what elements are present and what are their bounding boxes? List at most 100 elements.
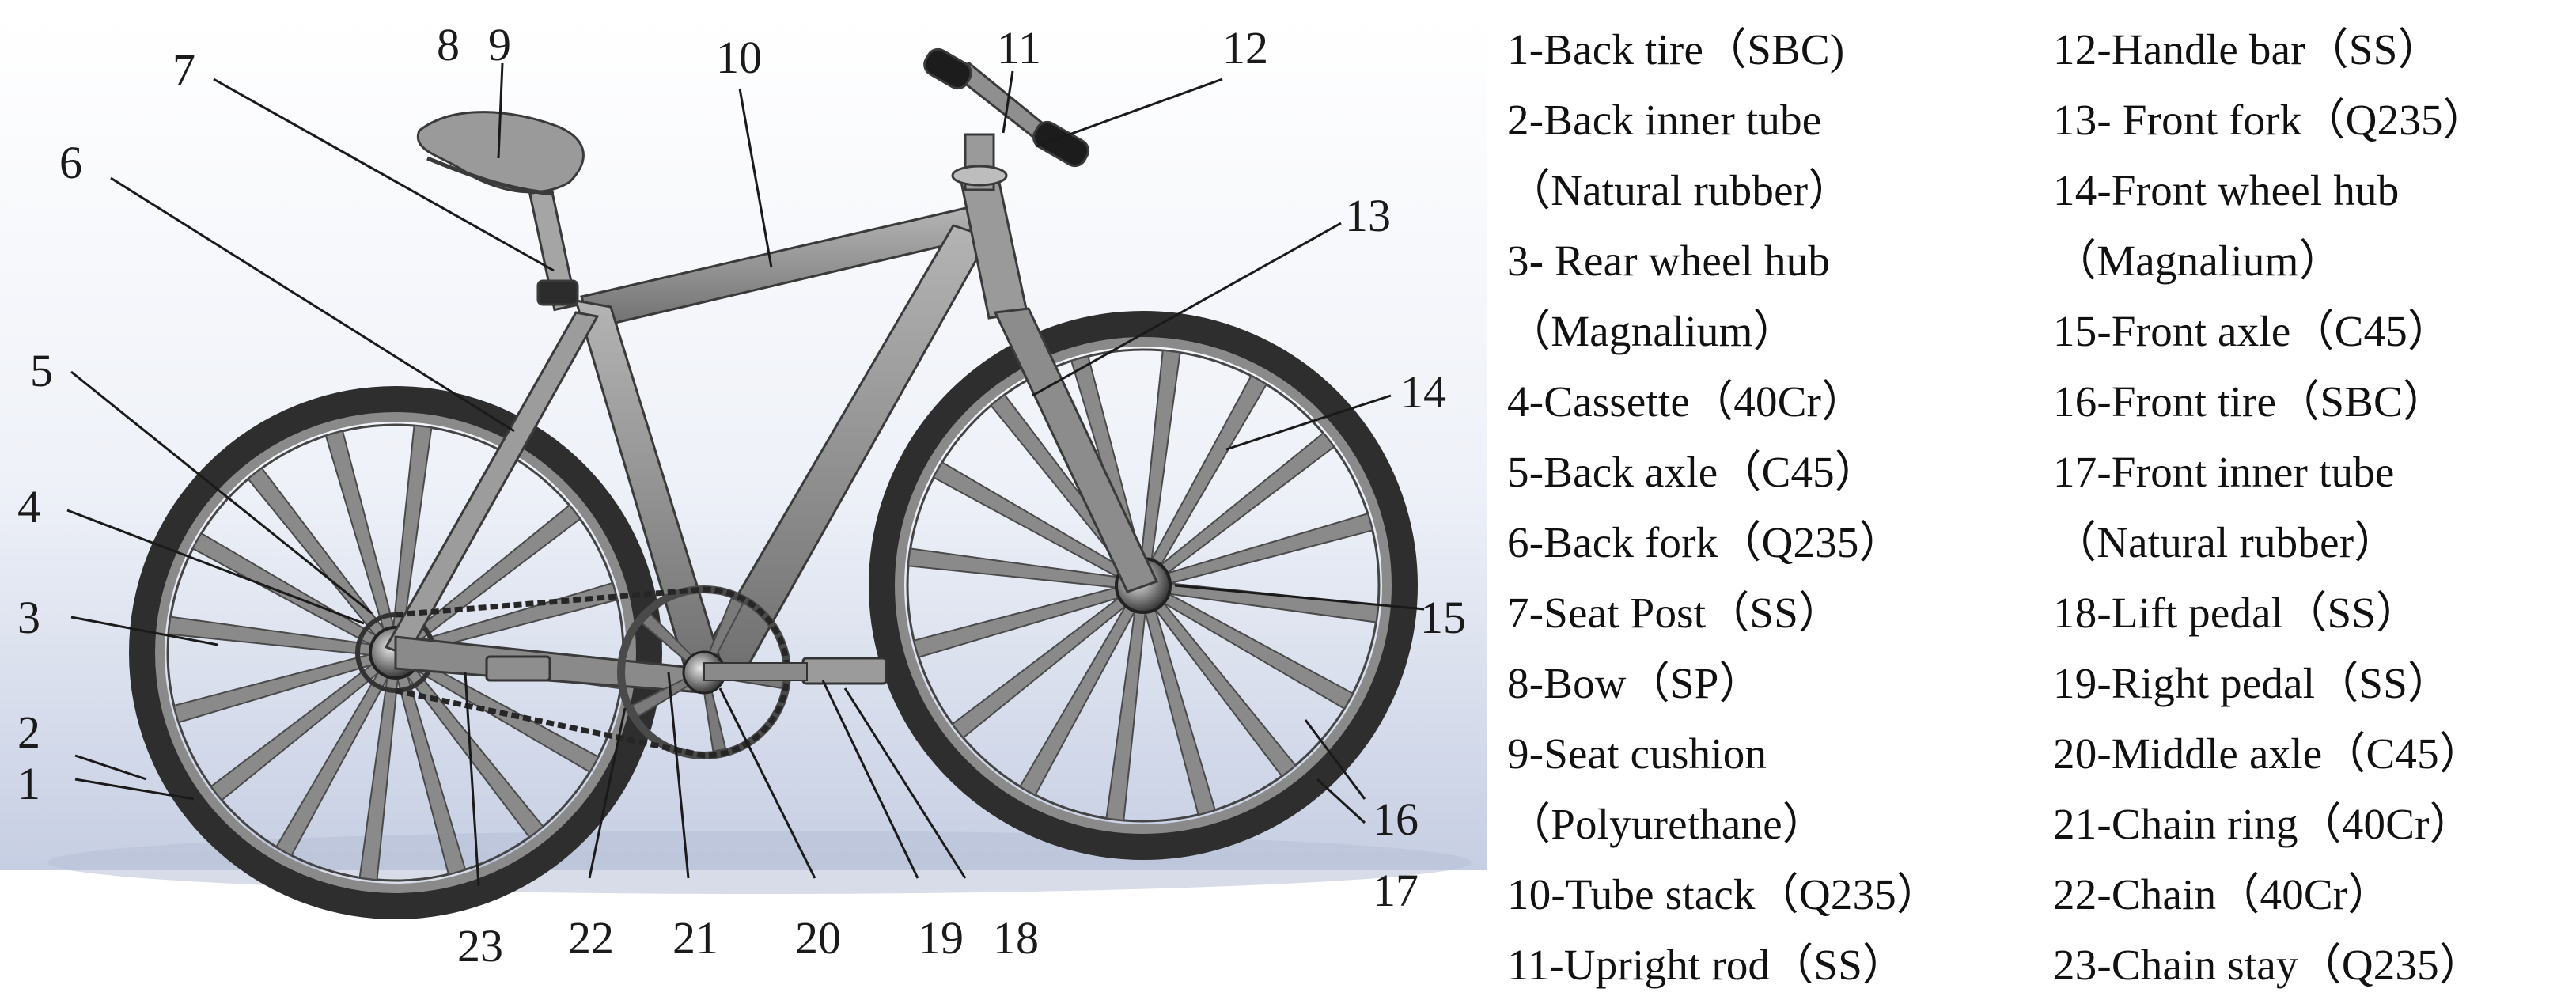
leader-2: [74, 754, 147, 781]
callout-20: 20: [795, 912, 841, 964]
lift-pedal: [485, 655, 551, 682]
legend-item-material: （Polyurethane）: [1507, 800, 1827, 848]
bicycle-frame: [384, 47, 1159, 694]
rear-wheel: [129, 386, 662, 919]
legend-item: 17-Front inner tube: [2053, 448, 2395, 496]
legend-item: 21-Chain ring（40Cr）: [2053, 800, 2473, 848]
legend-item: 4-Cassette（40Cr）: [1507, 377, 1866, 426]
right-pedal: [801, 657, 888, 685]
legend-item: 12-Handle bar（SS）: [2053, 25, 2442, 74]
legend-item: 19-Right pedal（SS）: [2053, 659, 2452, 707]
leader-9: [497, 62, 504, 159]
callout-19: 19: [918, 912, 964, 964]
callout-16: 16: [1373, 794, 1419, 845]
callout-1: 1: [17, 758, 40, 809]
leader-1: [74, 778, 195, 801]
legend-item-material: （Magnalium）: [1507, 307, 1797, 355]
callout-5: 5: [30, 345, 53, 396]
legend-item: 15-Front axle（C45）: [2053, 307, 2452, 355]
legend-column-left: 1-Back tire（SBC) 2-Back inner tube （Natu…: [1507, 14, 2053, 1000]
callout-8: 8: [437, 19, 460, 70]
leader-10: [738, 88, 773, 268]
bicycle-drawing: 1 2 3 4 5 6 7 8 9 10 11 12 13 14 15 16 1…: [0, 16, 1487, 972]
leader-12: [1036, 78, 1223, 148]
crank-arm: [703, 662, 808, 681]
legend-item: 6-Back fork（Q235）: [1507, 518, 1903, 566]
leader-6: [110, 176, 515, 433]
callout-13: 13: [1345, 190, 1391, 241]
saddle: [416, 111, 585, 196]
legend-item: 16-Front tire（SBC）: [2053, 377, 2447, 426]
legend-item-material: （Natural rubber）: [2053, 518, 2398, 566]
drivetrain: [395, 585, 888, 759]
front-wheel: [869, 311, 1418, 860]
callout-23: 23: [457, 920, 503, 972]
leader-20: [718, 688, 816, 879]
leader-13: [1032, 222, 1342, 397]
leader-17: [1316, 778, 1366, 824]
callout-labels: 1 2 3 4 5 6 7 8 9 10 11 12 13 14 15 16 1…: [17, 19, 1466, 972]
callout-7: 7: [172, 44, 195, 96]
saddle-bow: [426, 156, 555, 196]
leader-11: [1002, 70, 1014, 134]
seat-clamp: [536, 279, 579, 306]
legend-item: 8-Bow（SP）: [1507, 659, 1763, 707]
callout-18: 18: [993, 912, 1039, 964]
callout-15: 15: [1420, 592, 1466, 643]
legend-item: 13- Front fork（Q235）: [2053, 96, 2487, 144]
legend-item: 5-Back axle（C45）: [1507, 448, 1879, 496]
seat-cushion: [416, 111, 585, 194]
front-spokes: [907, 349, 1380, 822]
legend-item-material: （Magnalium）: [2053, 237, 2343, 285]
leader-4: [66, 509, 365, 625]
left-grip: [923, 47, 972, 90]
legend-item: 18-Lift pedal（SS）: [2053, 589, 2420, 637]
rear-rim: [155, 412, 636, 893]
legend-item: 14-Front wheel hub: [2053, 166, 2400, 214]
legend-item: 1-Back tire（SBC): [1507, 25, 1845, 74]
leader-3: [70, 616, 218, 646]
callout-11: 11: [997, 22, 1041, 74]
headset-cap: [951, 165, 1008, 187]
leader-19: [821, 680, 919, 879]
legend-item: 23-Chain stay（Q235）: [2053, 941, 2483, 989]
callout-12: 12: [1222, 22, 1268, 74]
front-rim-inner: [906, 348, 1381, 823]
legend-item: 7-Seat Post（SS）: [1507, 589, 1843, 637]
legend-item: 11-Upright rod（SS）: [1507, 941, 1907, 989]
bicycle-figure: 1 2 3 4 5 6 7 8 9 10 11 12 13 14 15 16 1…: [0, 16, 1487, 972]
callout-4: 4: [17, 481, 40, 532]
callout-6: 6: [59, 137, 82, 188]
leader-5: [70, 370, 373, 615]
legend-item: 2-Back inner tube: [1507, 96, 1822, 144]
legend-item-material: （Natural rubber）: [1507, 166, 1852, 214]
legend-item: 9-Seat cushion: [1507, 729, 1767, 778]
leader-7: [213, 78, 555, 272]
legend-item: 22-Chain（40Cr）: [2053, 870, 2392, 919]
legend-column-right: 12-Handle bar（SS） 13- Front fork（Q235） 1…: [2053, 14, 2571, 1000]
callout-9: 9: [488, 19, 511, 70]
leader-15: [1174, 584, 1425, 611]
callout-17: 17: [1373, 865, 1419, 916]
callout-2: 2: [17, 706, 40, 758]
rear-tire: [129, 386, 662, 919]
legend-item: 3- Rear wheel hub: [1507, 237, 1831, 285]
front-tire: [869, 311, 1418, 860]
callout-3: 3: [17, 592, 40, 643]
parts-legend: 1-Back tire（SBC) 2-Back inner tube （Natu…: [1507, 14, 2571, 989]
leader-21: [667, 672, 690, 879]
callout-14: 14: [1400, 366, 1446, 418]
leader-lines: [66, 62, 1425, 887]
front-fork: [993, 307, 1159, 593]
legend-item: 10-Tube stack（Q235）: [1507, 870, 1941, 919]
leader-22: [588, 707, 627, 879]
right-grip: [1032, 120, 1090, 168]
callout-21: 21: [672, 912, 718, 964]
leader-14: [1225, 394, 1392, 451]
callout-10: 10: [716, 32, 762, 83]
callout-22: 22: [568, 912, 614, 964]
leader-23: [464, 672, 480, 887]
leader-18: [843, 688, 967, 879]
front-rim: [895, 337, 1392, 834]
